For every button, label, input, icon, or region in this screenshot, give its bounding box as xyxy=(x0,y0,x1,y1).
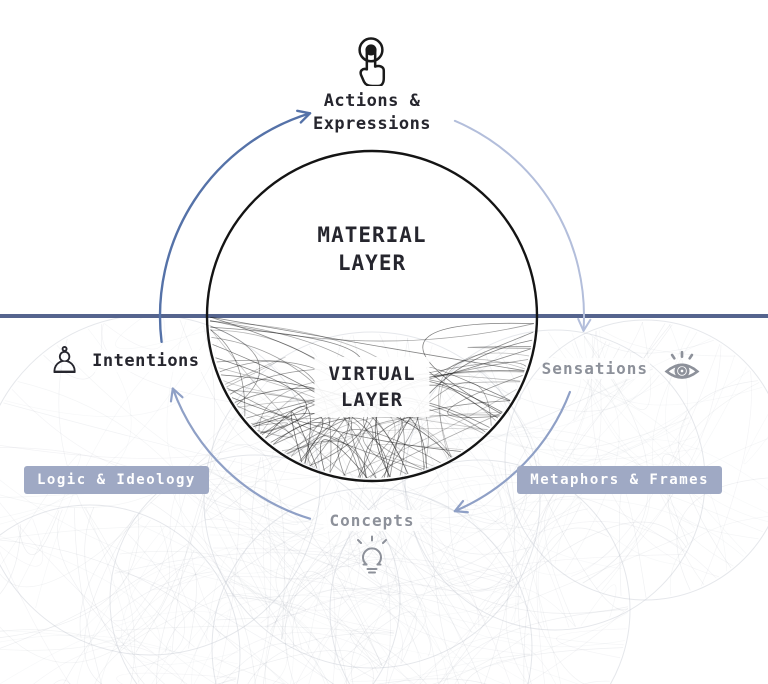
eye-icon xyxy=(660,346,704,390)
tap-icon xyxy=(348,36,394,90)
badge-logic-ideology: Logic & Ideology xyxy=(24,466,209,494)
chess-pawn-icon: ♙ xyxy=(48,339,82,382)
concepts-label: Concepts xyxy=(323,510,421,531)
node-intentions: ♙ Intentions xyxy=(48,342,202,380)
sensations-label: Sensations xyxy=(539,357,650,379)
material-layer-label: MATERIAL LAYER xyxy=(317,223,427,275)
lightbulb-icon xyxy=(351,534,393,584)
node-actions-expressions: Actions & Expressions xyxy=(312,91,432,134)
intentions-label: Intentions xyxy=(90,350,202,372)
badge-metaphors-frames: Metaphors & Frames xyxy=(517,466,722,494)
node-sensations: Sensations xyxy=(539,346,704,390)
virtual-layer-label: VIRTUAL LAYER xyxy=(314,357,430,417)
